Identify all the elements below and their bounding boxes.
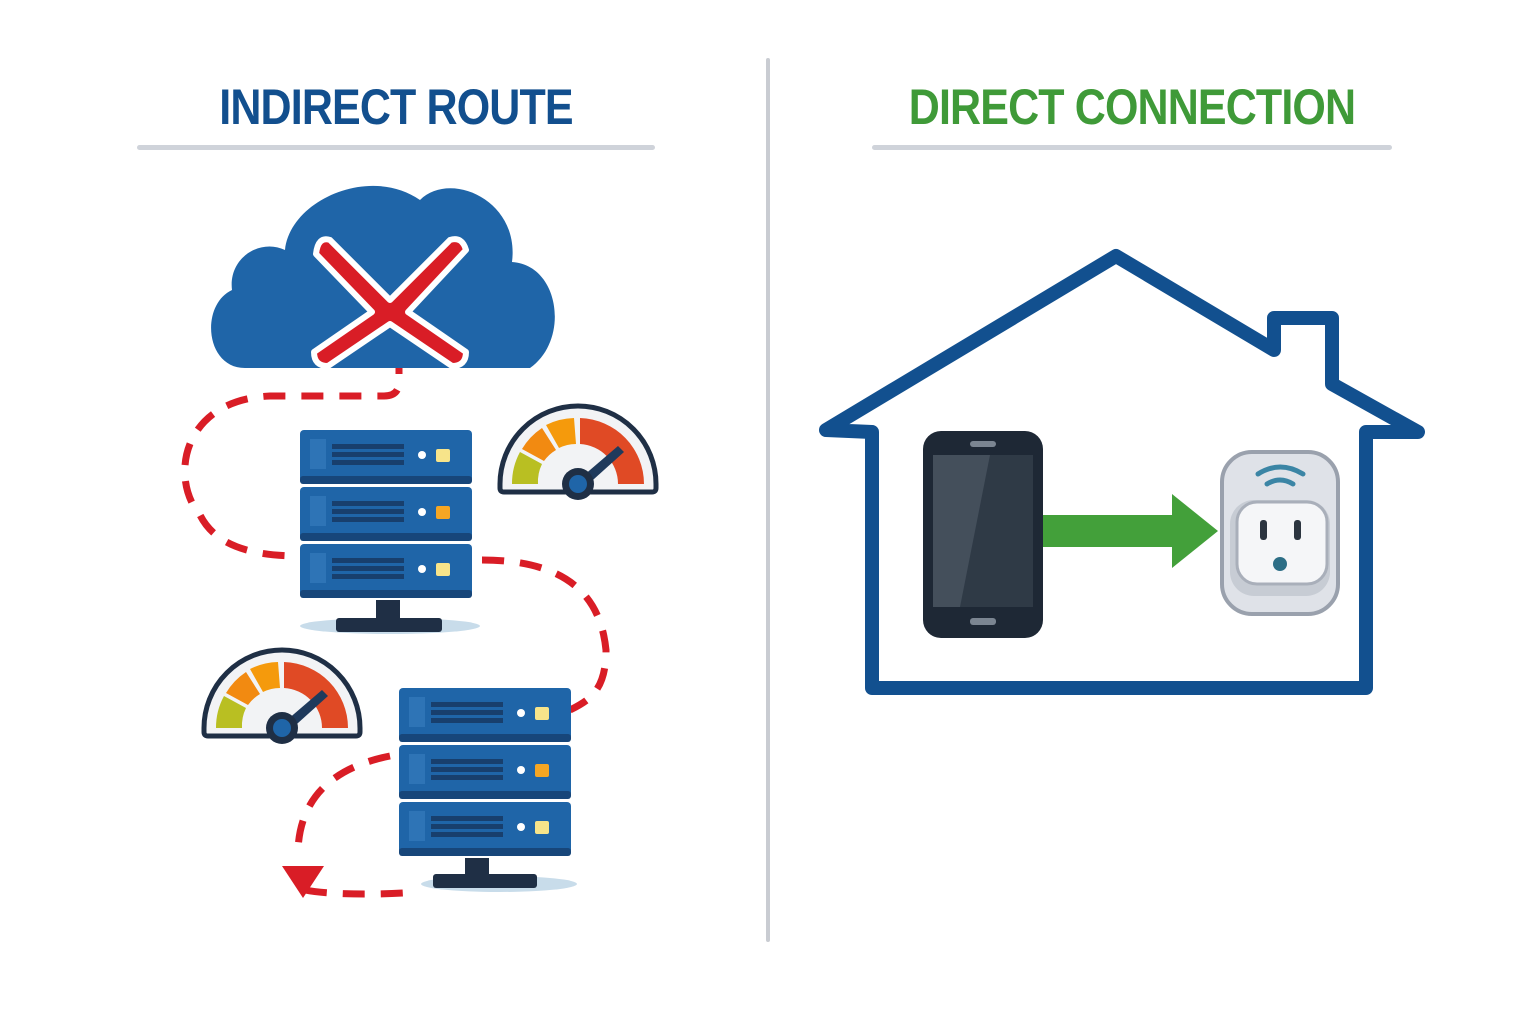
panel-divider: [766, 58, 770, 942]
direct-connection-title: DIRECT CONNECTION: [908, 79, 1356, 135]
direct-connection-underline: [872, 145, 1392, 150]
server-rack-icon: [399, 688, 577, 892]
indirect-route-underline: [137, 145, 655, 150]
arrow-right-icon: [1043, 494, 1218, 568]
smart-plug-icon: [1220, 450, 1340, 616]
cloud-icon: [211, 185, 555, 368]
wifi-icon: [1255, 464, 1306, 487]
server-rack-icon: [300, 430, 480, 634]
speedometer-icon: [500, 406, 656, 500]
x-mark-icon: [311, 236, 469, 369]
speedometer-icon: [204, 650, 360, 744]
indirect-route-title: INDIRECT ROUTE: [219, 79, 573, 135]
indirect-dashed-path: [181, 352, 610, 898]
arrow-down-icon: [282, 866, 324, 898]
house-outline-icon: [819, 249, 1425, 695]
smartphone-icon: [923, 431, 1043, 638]
